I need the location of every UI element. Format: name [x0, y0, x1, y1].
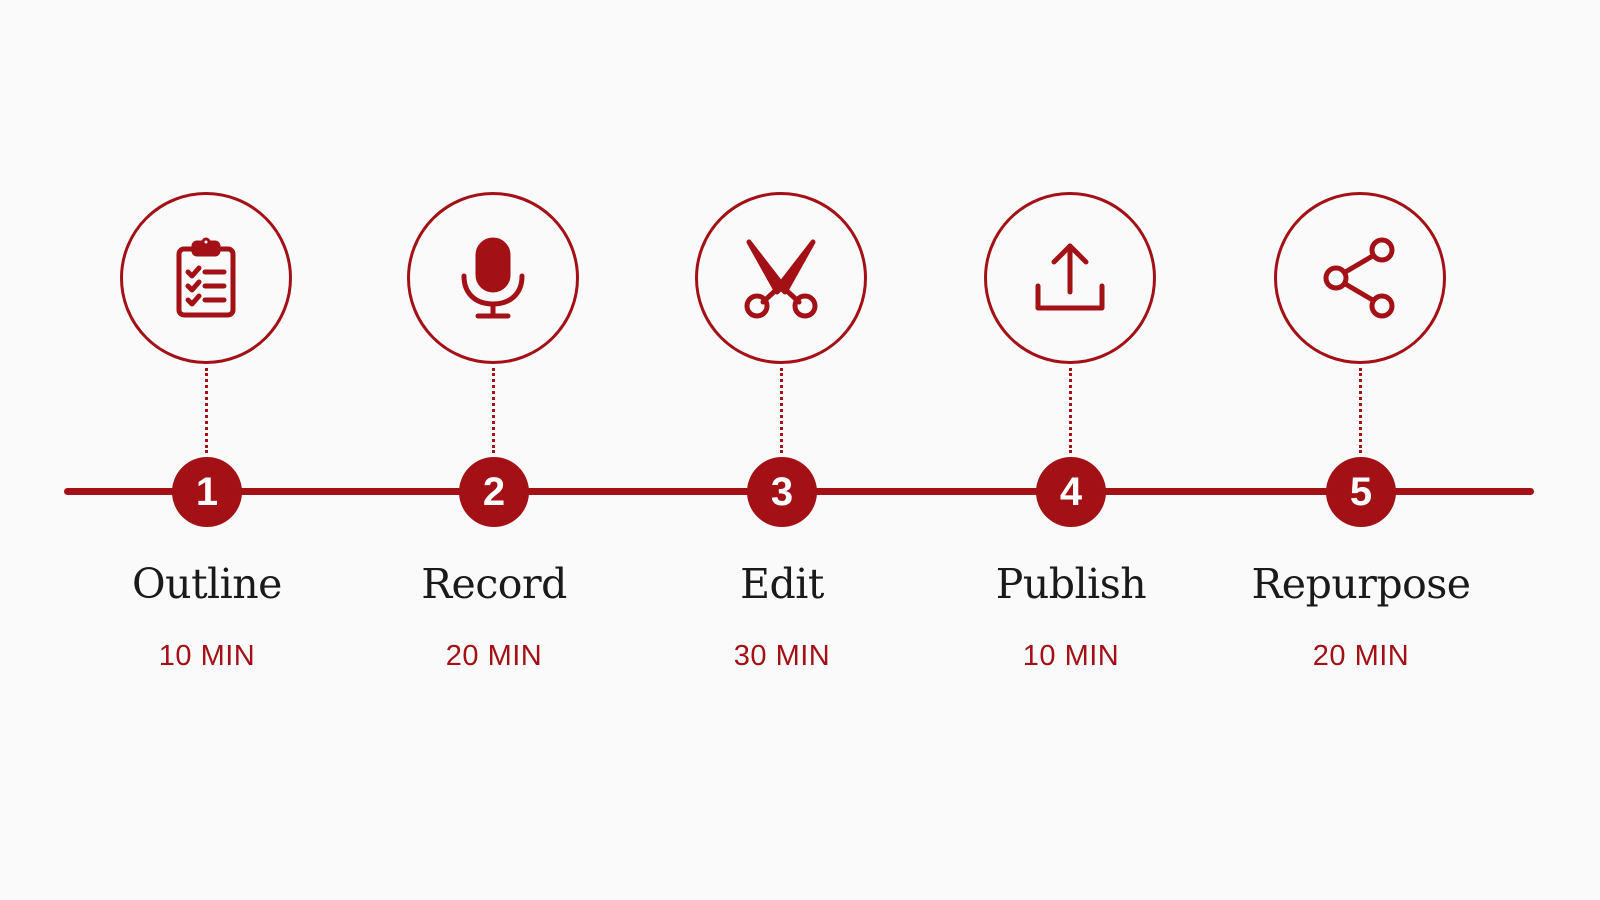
- step-label: Outline: [132, 560, 282, 608]
- step-label: Edit: [740, 560, 824, 608]
- step-number-badge: 1: [172, 457, 242, 527]
- dotted-connector: [780, 368, 783, 453]
- dotted-connector: [1069, 368, 1072, 453]
- step-icon-circle: [984, 192, 1156, 364]
- step-duration: 10 MIN: [158, 640, 256, 672]
- dotted-connector: [205, 368, 208, 453]
- step-duration: 30 MIN: [733, 640, 831, 672]
- step-duration: 20 MIN: [445, 640, 543, 672]
- share-icon: [1323, 237, 1395, 319]
- step-icon-circle: [407, 192, 579, 364]
- step-label: Publish: [995, 560, 1147, 608]
- step-number-badge: 3: [747, 457, 817, 527]
- step-icon-circle: [695, 192, 867, 364]
- step-icon-circle: [1274, 192, 1446, 364]
- upload-icon: [1035, 243, 1105, 311]
- step-icon-circle: [120, 192, 292, 364]
- dotted-connector: [492, 368, 495, 453]
- step-number-badge: 2: [459, 457, 529, 527]
- step-repurpose: 5 Repurpose 20 MIN: [1211, 0, 1511, 900]
- dotted-connector: [1359, 368, 1362, 453]
- step-duration: 10 MIN: [1022, 640, 1120, 672]
- step-record: 2 Record 20 MIN: [344, 0, 644, 900]
- step-label: Record: [421, 560, 567, 608]
- step-outline: 1 Outline 10 MIN: [57, 0, 357, 900]
- step-duration: 20 MIN: [1312, 640, 1410, 672]
- step-number-badge: 5: [1326, 457, 1396, 527]
- microphone-icon: [461, 237, 525, 319]
- scissors-icon: [744, 239, 818, 319]
- step-number-badge: 4: [1036, 457, 1106, 527]
- step-label: Repurpose: [1251, 560, 1471, 608]
- step-publish: 4 Publish 10 MIN: [921, 0, 1221, 900]
- clipboard-checklist-icon: [176, 237, 236, 318]
- step-edit: 3 Edit 30 MIN: [632, 0, 932, 900]
